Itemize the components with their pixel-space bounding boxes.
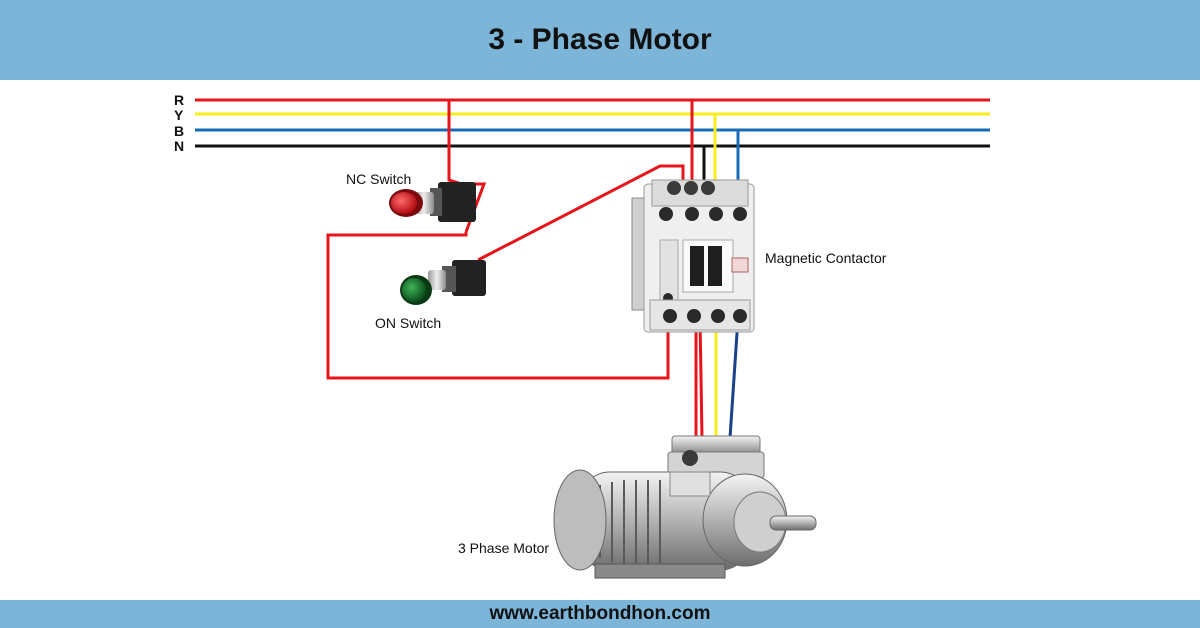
three-phase-motor[interactable] (553, 435, 817, 579)
on-switch[interactable] (400, 260, 486, 305)
motor-label: 3 Phase Motor (458, 540, 549, 556)
nc-switch-label: NC Switch (346, 171, 411, 187)
motor-feed-b (728, 317, 740, 439)
phase-label-n: N (174, 138, 184, 154)
title-banner: 3 - Phase Motor (0, 0, 1200, 80)
nc-switch[interactable] (389, 182, 476, 222)
magnetic-contactor[interactable] (631, 179, 755, 333)
page-title: 3 - Phase Motor (488, 23, 712, 56)
on-switch-label: ON Switch (375, 315, 441, 331)
contactor-label: Magnetic Contactor (765, 250, 887, 266)
blue-drop (735, 128, 740, 198)
website-url[interactable]: www.earthbondhon.com (489, 603, 711, 624)
phase-label-r: R (174, 92, 184, 108)
footer-banner: www.earthbondhon.com (0, 600, 1200, 628)
motor-feed-r (698, 317, 704, 439)
phase-label-b: B (174, 123, 184, 139)
phase-label-y: Y (174, 107, 184, 123)
wiring-diagram: R Y B N NC Switch ON Switch (174, 92, 990, 579)
